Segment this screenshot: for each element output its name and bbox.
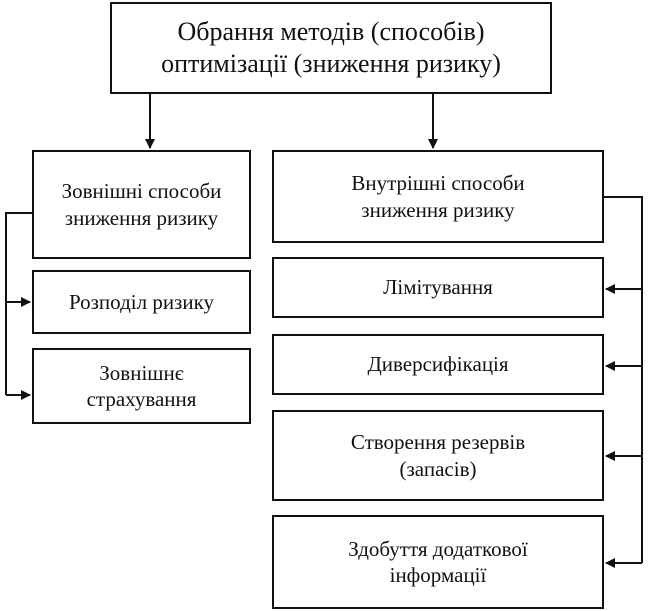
limiting-text: Лімітування: [383, 274, 493, 300]
diversification-label: Диверсифікація: [367, 352, 509, 377]
limiting-box: Лімітування: [272, 257, 604, 318]
reserves-box: Створення резервів (запасів): [272, 410, 604, 501]
risk-distribution-box: Розподіл ризику: [32, 270, 251, 334]
external-insurance-text: Зовнішнє страхування: [87, 360, 197, 413]
additional-information-box: Здобуття додаткової інформації: [272, 515, 604, 609]
external-bracket-line: [5, 212, 32, 395]
external-methods-text: Зовнішні способи зниження ризику: [62, 178, 222, 231]
external-insurance-line2: страхування: [86, 387, 197, 411]
internal-title-line2: зниження ризику: [361, 197, 515, 222]
additional-information-text: Здобуття додаткової інформації: [348, 536, 528, 589]
reserves-text: Створення резервів (запасів): [351, 429, 525, 482]
root-text: Обрання методів (способів) оптимізації (…: [161, 16, 501, 81]
root-box: Обрання методів (способів) оптимізації (…: [110, 2, 552, 94]
additional-information-line1: Здобуття додаткової: [348, 536, 528, 561]
external-title-line2: зниження ризику: [64, 205, 219, 230]
internal-methods-box: Внутрішні способи зниження ризику: [272, 150, 604, 243]
internal-methods-text: Внутрішні способи зниження ризику: [351, 170, 524, 223]
additional-information-line2: інформації: [389, 563, 487, 587]
external-insurance-line1: Зовнішнє: [99, 360, 184, 385]
internal-title-line1: Внутрішні способи: [351, 171, 525, 196]
reserves-line2: (запасів): [399, 456, 477, 481]
external-methods-box: Зовнішні способи зниження ризику: [32, 150, 251, 259]
root-line2: оптимізації (зниження ризику): [161, 49, 501, 78]
limiting-label: Лімітування: [383, 275, 493, 300]
external-title-line1: Зовнішні способи: [61, 179, 222, 204]
reserves-line1: Створення резервів: [350, 430, 526, 455]
risk-distribution-text: Розподіл ризику: [69, 289, 214, 315]
external-insurance-box: Зовнішнє страхування: [32, 348, 251, 424]
root-line1: Обрання методів (способів): [177, 16, 485, 46]
diversification-text: Диверсифікація: [367, 351, 508, 377]
risk-distribution-label: Розподіл ризику: [68, 289, 214, 314]
diversification-box: Диверсифікація: [272, 334, 604, 395]
internal-bracket-line: [604, 196, 643, 563]
